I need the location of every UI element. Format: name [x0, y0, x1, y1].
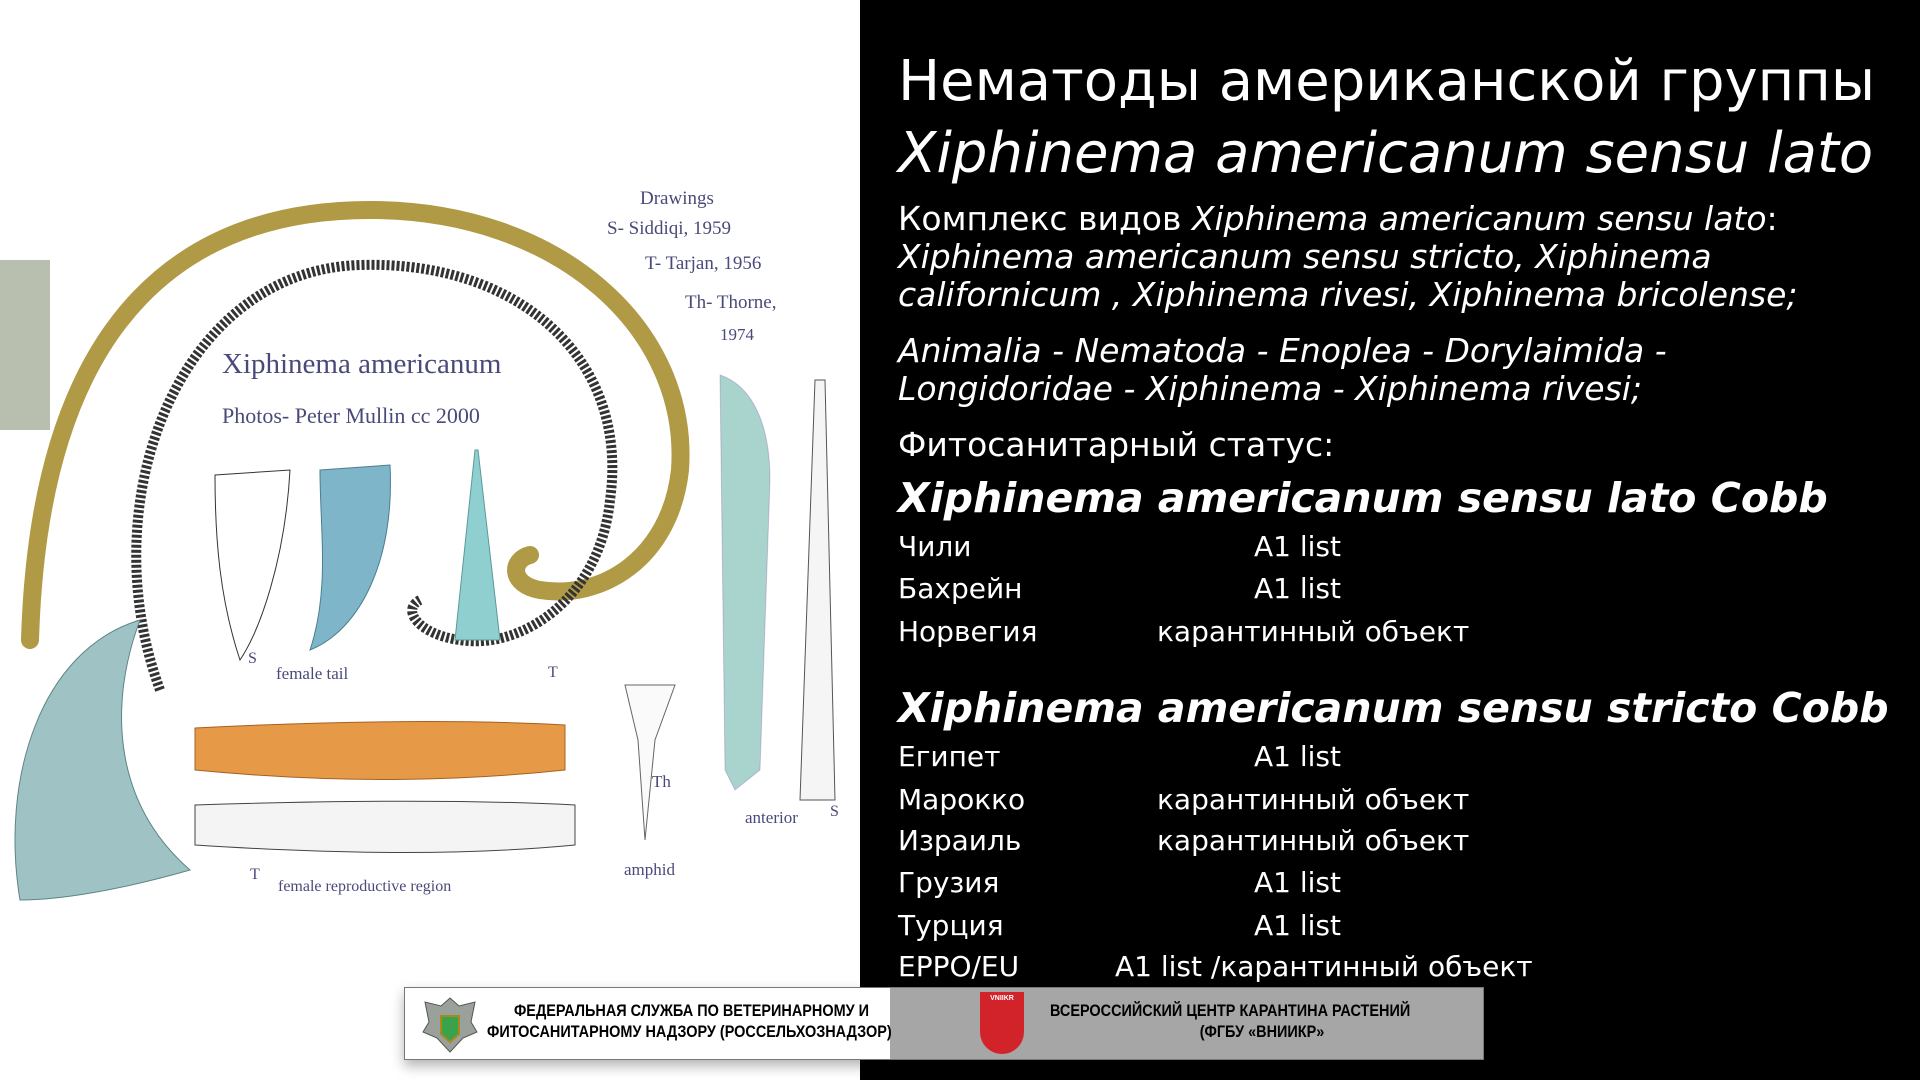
- label-amphid: amphid: [624, 860, 675, 879]
- reproductive-photo: [194, 721, 566, 780]
- status-label: Фитосанитарный статус:: [898, 425, 1335, 464]
- status: A1 list: [1254, 572, 1341, 605]
- tail-photo: [309, 464, 391, 651]
- complex-line2: Xiphinema americanum sensu stricto, Xiph…: [898, 237, 1712, 276]
- country: Грузия: [898, 866, 1000, 899]
- info-panel: Нематоды американской группы Xiphinema a…: [860, 0, 1920, 1080]
- label-female-tail: female tail: [276, 664, 349, 683]
- taxonomy-line2: Longidoridae - Xiphinema - Xiphinema riv…: [898, 369, 1643, 408]
- rosselkhoznadzor-emblem-icon: [422, 997, 478, 1053]
- banner-left-line1: ФЕДЕРАЛЬНАЯ СЛУЖБА ПО ВЕТЕРИНАРНОМУ И: [513, 1001, 870, 1020]
- label-t2: T: [250, 866, 260, 883]
- status: карантинный объект: [1157, 783, 1470, 816]
- credit-tarjan: T- Tarjan, 1956: [645, 253, 762, 274]
- status: карантинный объект: [1157, 824, 1470, 857]
- shield-text: VNIIKR: [990, 995, 1014, 1002]
- group-heading-lato: Xiphinema americanum sensu lato Cobb: [898, 474, 1828, 522]
- label-reproductive: female reproductive region: [278, 878, 452, 895]
- label-t: T: [548, 664, 558, 681]
- nematode-illustration: Drawings S- Siddiqi, 1959 T- Tarjan, 195…: [0, 0, 860, 1080]
- group-heading-stricto: Xiphinema americanum sensu stricto Cobb: [898, 684, 1889, 732]
- status-row: Египет A1 list: [898, 740, 1341, 773]
- head-photo: [454, 449, 501, 641]
- country: Чили: [898, 530, 972, 563]
- country: Израиль: [898, 824, 1022, 857]
- nematode-photo-blue: [14, 619, 192, 901]
- credit-year: 1974: [720, 325, 754, 344]
- reproductive-drawing: [194, 800, 576, 853]
- footer-banner: ФЕДЕРАЛЬНАЯ СЛУЖБА ПО ВЕТЕРИНАРНОМУ И ФИ…: [404, 987, 1484, 1060]
- credit-siddiqi: S- Siddiqi, 1959: [607, 218, 732, 239]
- label-s2: S: [830, 803, 839, 820]
- complex-line3: californicum , Xiphinema rivesi, Xiphine…: [898, 275, 1798, 314]
- title-line1: Нематоды американской группы: [898, 49, 1876, 114]
- status: A1 list: [1254, 866, 1341, 899]
- status-row: Бахрейн A1 list: [898, 572, 1341, 605]
- complex-species: Xiphinema americanum sensu lato: [1191, 199, 1767, 238]
- title-line2: Xiphinema americanum sensu lato: [898, 121, 1874, 186]
- nematode-drawings: [0, 200, 836, 901]
- status: A1 list: [1254, 740, 1341, 773]
- status-row: Турция A1 list: [898, 909, 1341, 942]
- country: Турция: [898, 909, 1004, 942]
- complex-colon: :: [1766, 199, 1778, 238]
- anterior-photo: [719, 374, 771, 791]
- photos-caption: Photos- Peter Mullin cc 2000: [222, 403, 480, 428]
- banner-right-line2: (ФГБУ «ВНИИКР»: [1199, 1022, 1325, 1041]
- vniikr-shield-icon: VNIIKR: [980, 992, 1024, 1054]
- country: Бахрейн: [898, 572, 1023, 605]
- banner-right-line1: ВСЕРОССИЙСКИЙ ЦЕНТР КАРАНТИНА РАСТЕНИЙ: [1050, 1001, 1411, 1020]
- label-th: Th: [652, 772, 671, 791]
- complex-line1: Комплекс видов Xiphinema americanum sens…: [898, 202, 1778, 235]
- status-row: Грузия A1 list: [898, 866, 1341, 899]
- species-caption: Xiphinema americanum: [222, 348, 502, 380]
- status-row: EPPO/EU A1 list /карантинный объект: [898, 950, 1533, 983]
- anterior-drawing: [799, 379, 836, 801]
- status-row: Марокко карантинный объект: [898, 783, 1469, 816]
- credit-thorne: Th- Thorne,: [685, 292, 777, 313]
- country: Египет: [898, 740, 1001, 773]
- country: Норвегия: [898, 615, 1038, 648]
- country: Марокко: [898, 783, 1026, 816]
- label-s: S: [248, 650, 257, 667]
- micrograph-strip: [0, 260, 50, 430]
- tail-drawing: [214, 469, 291, 662]
- banner-left-line2: ФИТОСАНИТАРНОМУ НАДЗОРУ (РОССЕЛЬХОЗНАДЗО…: [487, 1022, 892, 1041]
- status: карантинный объект: [1157, 615, 1470, 648]
- status: A1 list /карантинный объект: [1115, 950, 1533, 983]
- status: A1 list: [1254, 909, 1341, 942]
- nematode-photo-gold: [21, 200, 690, 649]
- status: A1 list: [1254, 530, 1341, 563]
- status-row: Норвегия карантинный объект: [898, 615, 1469, 648]
- amphid-drawing: [624, 684, 676, 841]
- status-row: Чили A1 list: [898, 530, 1341, 563]
- complex-prefix: Комплекс видов: [898, 199, 1192, 238]
- credit-drawings: Drawings: [640, 188, 714, 209]
- taxonomy-line1: Animalia - Nematoda - Enoplea - Dorylaim…: [898, 331, 1667, 370]
- label-anterior: anterior: [745, 808, 798, 827]
- country: EPPO/EU: [898, 950, 1020, 983]
- status-row: Израиль карантинный объект: [898, 824, 1469, 857]
- nematode-drawing: [131, 259, 618, 692]
